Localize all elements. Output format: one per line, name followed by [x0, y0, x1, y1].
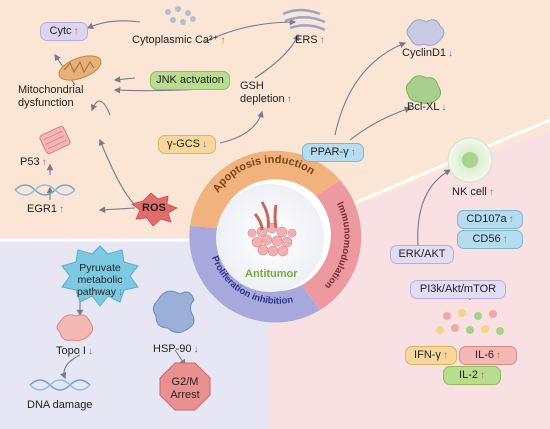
mito-line1: Mitochondrial	[18, 84, 84, 96]
pyruvate-line1: Pyruvate	[79, 262, 121, 274]
up-arrow-icon: ↑	[479, 370, 485, 381]
up-arrow-icon: ↑	[41, 157, 47, 168]
p53-text: P53	[20, 156, 40, 168]
p53-icon	[39, 125, 71, 155]
cytc-label: Cytc	[49, 25, 72, 37]
p53-label: P53↑	[20, 156, 47, 169]
pi3k-pill: PI3k/Akt/mTOR	[410, 280, 506, 299]
g2m-arrest-icon	[159, 362, 211, 411]
cd107a-pill: CD107a↑	[457, 210, 523, 229]
down-arrow-icon: ↓	[193, 344, 199, 355]
egr1-dna-icon	[14, 184, 76, 196]
prolif-ring-segment	[189, 226, 320, 323]
up-arrow-icon: ↑	[350, 147, 356, 158]
topo-i-label: Topo I↓	[56, 345, 93, 358]
bclxl-text: Bcl-XL	[407, 101, 440, 113]
hsp90-icon	[152, 290, 195, 334]
bclxl-label: Bcl-XL↓	[407, 101, 446, 114]
tumor-cluster-icon	[247, 222, 297, 257]
ifn-gamma-pill: IFN-γ↑	[405, 346, 457, 365]
mito-line2: dysfunction	[18, 96, 74, 109]
apoptosis-arrows	[46, 18, 412, 213]
ifn-label: IFN-γ	[414, 349, 441, 361]
up-arrow-icon: ↑	[442, 350, 448, 361]
ppar-pill: PPAR-γ↑	[302, 143, 364, 162]
cytokine-dots-icon	[436, 309, 504, 335]
endoplasmic-reticulum-icon	[282, 8, 326, 32]
g2m-line1: G2/M	[171, 376, 199, 388]
cytoplasmic-ca-text: Cytoplasmic Ca²⁺	[132, 34, 219, 46]
cyclind1-text: CyclinD1	[402, 47, 447, 59]
down-arrow-icon: ↓	[118, 287, 124, 299]
gsh-line1: GSH	[240, 80, 264, 92]
topo-i-icon	[56, 314, 94, 341]
ers-label: ERS↑	[295, 34, 325, 47]
ros-icon	[131, 192, 178, 227]
immuno-ring-segment	[302, 180, 362, 310]
cytc-pill: Cytc↑	[40, 22, 88, 41]
cd107a-label: CD107a	[466, 213, 507, 225]
cd56-pill: CD56↑	[457, 230, 523, 249]
bcl-xl-icon	[405, 75, 442, 105]
il2-pill: IL-2↑	[443, 366, 501, 385]
erk-akt-pill: ERK/AKT	[390, 245, 454, 264]
center-hub	[189, 150, 362, 323]
hsp90-label: HSP-90↓	[153, 343, 199, 356]
cyclind1-icon	[406, 19, 445, 46]
up-arrow-icon: ↑	[167, 203, 173, 214]
dna-damage-icon	[29, 379, 91, 391]
ppar-label: PPAR-γ	[310, 146, 349, 158]
nk-cell-label: NK cell↑	[452, 186, 494, 199]
egr1-label: EGR1↑	[27, 203, 64, 216]
up-arrow-icon: ↑	[58, 204, 64, 215]
nk-cell-text: NK cell	[452, 186, 487, 198]
pyruvate-line2: metabolic	[77, 274, 123, 287]
up-arrow-icon: ↑	[319, 35, 325, 46]
up-arrow-icon: ↑	[495, 350, 501, 361]
down-arrow-icon: ↓	[448, 48, 454, 59]
egr1-text: EGR1	[27, 203, 57, 215]
il2-label: IL-2	[459, 369, 478, 381]
up-arrow-icon: ↑	[286, 93, 292, 105]
hsp90-text: HSP-90	[153, 343, 192, 355]
up-arrow-icon: ↑	[220, 35, 226, 46]
up-arrow-icon: ↑	[488, 187, 494, 198]
blood-vessel-icon	[253, 201, 278, 231]
ros-text: ROS	[142, 202, 166, 214]
ggcs-label: γ-GCS	[167, 138, 200, 150]
topo-i-text: Topo I	[56, 345, 86, 357]
up-arrow-icon: ↑	[73, 26, 79, 37]
nk-cell-icon	[447, 137, 493, 183]
pyruvate-line3: pathway	[76, 286, 117, 299]
cytoplasmic-ca-label: Cytoplasmic Ca²⁺↑	[132, 34, 226, 47]
cd56-label: CD56	[472, 233, 501, 245]
ggcs-pill: γ-GCS↓	[158, 135, 216, 154]
center-label: Antitumor	[245, 268, 298, 280]
down-arrow-icon: ↓	[441, 102, 447, 113]
ers-text: ERS	[295, 34, 318, 46]
apoptosis-ring-segment	[190, 150, 340, 228]
jnk-pill: JNK actvation	[150, 71, 230, 90]
il6-pill: IL-6↑	[459, 346, 517, 365]
cyclind1-label: CyclinD1↓	[402, 47, 453, 60]
down-arrow-icon: ↓	[87, 346, 93, 357]
mitochondria-icon	[58, 55, 102, 81]
calcium-ions-icon	[165, 6, 196, 25]
dna-damage-label: DNA damage	[27, 399, 93, 411]
il6-label: IL-6	[475, 349, 494, 361]
up-arrow-icon: ↑	[508, 214, 514, 225]
ros-label: ROS↑	[142, 202, 173, 215]
gsh-line2: depletion	[240, 92, 285, 105]
g2m-line2: Arrest	[170, 388, 200, 401]
up-arrow-icon: ↑	[502, 234, 508, 245]
down-arrow-icon: ↓	[202, 139, 207, 150]
pyruvate-pathway-icon	[61, 245, 139, 307]
